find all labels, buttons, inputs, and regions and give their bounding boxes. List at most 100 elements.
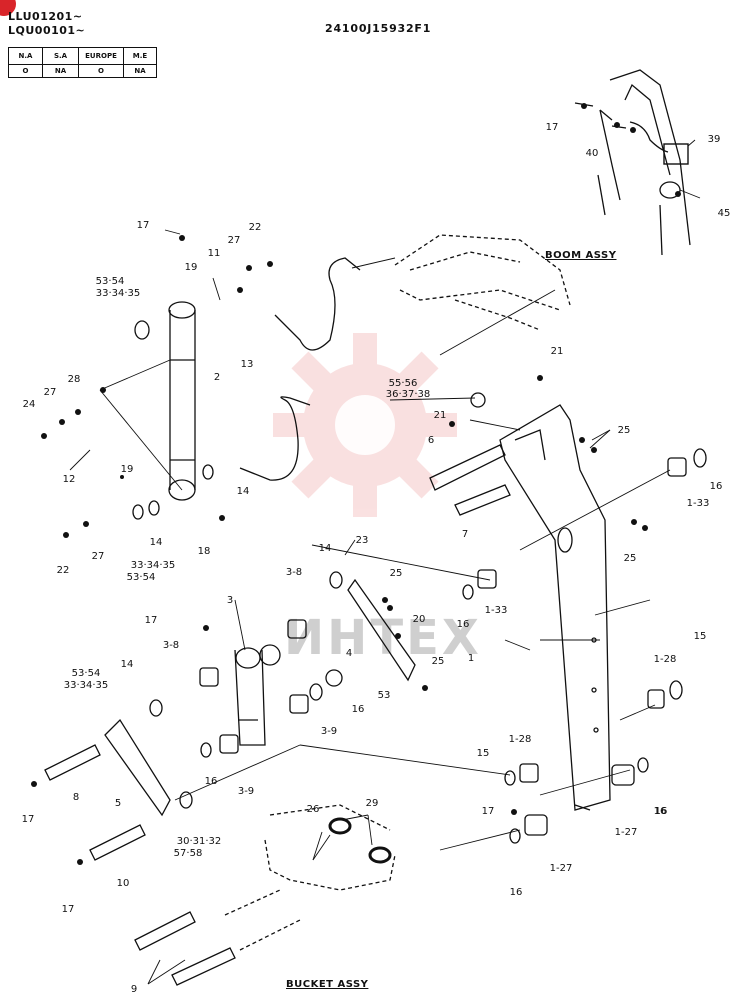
callout: 15 [693, 631, 707, 642]
callout: 16 [351, 704, 365, 715]
callout: 3-8 [162, 640, 180, 651]
callout: 1-33 [484, 605, 508, 616]
callout: 17 [21, 814, 35, 825]
callout: 27 [43, 387, 57, 398]
callout: 33·34·35 [95, 288, 141, 299]
hose-upper [274, 257, 361, 351]
callout: 14 [236, 486, 250, 497]
callout: 19 [184, 262, 198, 273]
leader-lines [69, 139, 701, 985]
callout: 1-33 [686, 498, 710, 509]
corner-badge-icon [0, 0, 16, 16]
callout: 3-8 [285, 567, 303, 578]
link-4-drawing [347, 578, 416, 682]
callout: 40 [585, 148, 599, 159]
callout: 1 [467, 653, 475, 664]
callout: 26 [306, 804, 320, 815]
callout: 1-27 [614, 827, 638, 838]
callout: 11 [207, 248, 221, 259]
callout: 8 [72, 792, 80, 803]
callout: 53·54 [95, 276, 125, 287]
callout: 15 [476, 748, 490, 759]
hose-lower [239, 396, 311, 481]
callout: 25 [617, 425, 631, 436]
bucket-assy-outline [224, 804, 396, 951]
callout: 5 [114, 798, 122, 809]
callout: 3-9 [237, 786, 255, 797]
callout: 14 [318, 543, 332, 554]
callout: 24 [22, 399, 36, 410]
callout: 1-28 [508, 734, 532, 745]
callout: 16 [456, 619, 470, 630]
serial-range-2: LQU00101~ [8, 24, 86, 37]
arm-1-drawing [499, 404, 611, 811]
callout: 55·56 [388, 378, 418, 389]
boom-assy-outline [394, 234, 571, 331]
callout: 16 [654, 806, 668, 817]
watermark-gear-icon [273, 333, 457, 517]
region-availability-table: N.A S.A EUROPE M.E O NA O NA [8, 47, 157, 78]
callout: 17 [481, 806, 495, 817]
callout: 17 [545, 122, 559, 133]
callout: 33·34·35 [63, 680, 109, 691]
boom-assy-label: BOOM ASSY [545, 250, 617, 261]
callout: 39 [707, 134, 721, 145]
callout: 6 [427, 435, 435, 446]
callout: 30·31·32 [176, 836, 222, 847]
callout: 17 [61, 904, 75, 915]
document-number: 24100J15932F1 [325, 22, 432, 35]
callout: 20 [412, 614, 426, 625]
callout: 17 [144, 615, 158, 626]
callout: 21 [550, 346, 564, 357]
callout: 53 [377, 690, 391, 701]
pins-drawing [44, 444, 511, 986]
callout: 29 [365, 798, 379, 809]
callout: 25 [431, 656, 445, 667]
bucket-assy-label: BUCKET ASSY [286, 979, 369, 990]
callout: 25 [389, 568, 403, 579]
boom-detail-drawing [574, 69, 691, 256]
callout: 14 [149, 537, 163, 548]
serial-range-1: LLU01201~ [8, 10, 83, 23]
link-5-drawing [104, 718, 171, 817]
callout: 57·58 [173, 848, 203, 859]
callout: 12 [62, 474, 76, 485]
callout: 3 [226, 595, 234, 606]
callout: 2 [213, 372, 221, 383]
bushings-drawing [132, 320, 707, 844]
table-row: O NA O NA [8, 64, 157, 78]
callout: 33·34·35 [130, 560, 176, 571]
watermark-text: ИНТЕХ [284, 610, 482, 666]
callout: 27 [91, 551, 105, 562]
callout: 22 [248, 222, 262, 233]
table-cell: O [8, 64, 43, 78]
callout: 22 [56, 565, 70, 576]
callout: 16 [653, 806, 667, 817]
callout: 1-27 [549, 863, 573, 874]
callout: 17 [136, 220, 150, 231]
callout: 16 [509, 887, 523, 898]
callout: 36·37·38 [385, 389, 431, 400]
callout: 19 [120, 464, 134, 475]
callout: 53·54 [71, 668, 101, 679]
cylinder-2-drawing [168, 301, 196, 501]
callout: 18 [197, 546, 211, 557]
callout: 13 [240, 359, 254, 370]
callout: 23 [355, 535, 369, 546]
callout: 4 [345, 648, 353, 659]
table-cell: NA [123, 64, 157, 78]
callout: 53·54 [126, 572, 156, 583]
callout: 25 [623, 553, 637, 564]
fittings-drawing [31, 103, 681, 865]
callout: 3-9 [320, 726, 338, 737]
callout: 7 [461, 529, 469, 540]
link-3-drawing [234, 644, 281, 746]
callout: 16 [204, 776, 218, 787]
callout: 45 [717, 208, 731, 219]
callout: 16 [709, 481, 723, 492]
table-cell: NA [42, 64, 79, 78]
callout: 1-28 [653, 654, 677, 665]
callout: 9 [130, 984, 138, 995]
